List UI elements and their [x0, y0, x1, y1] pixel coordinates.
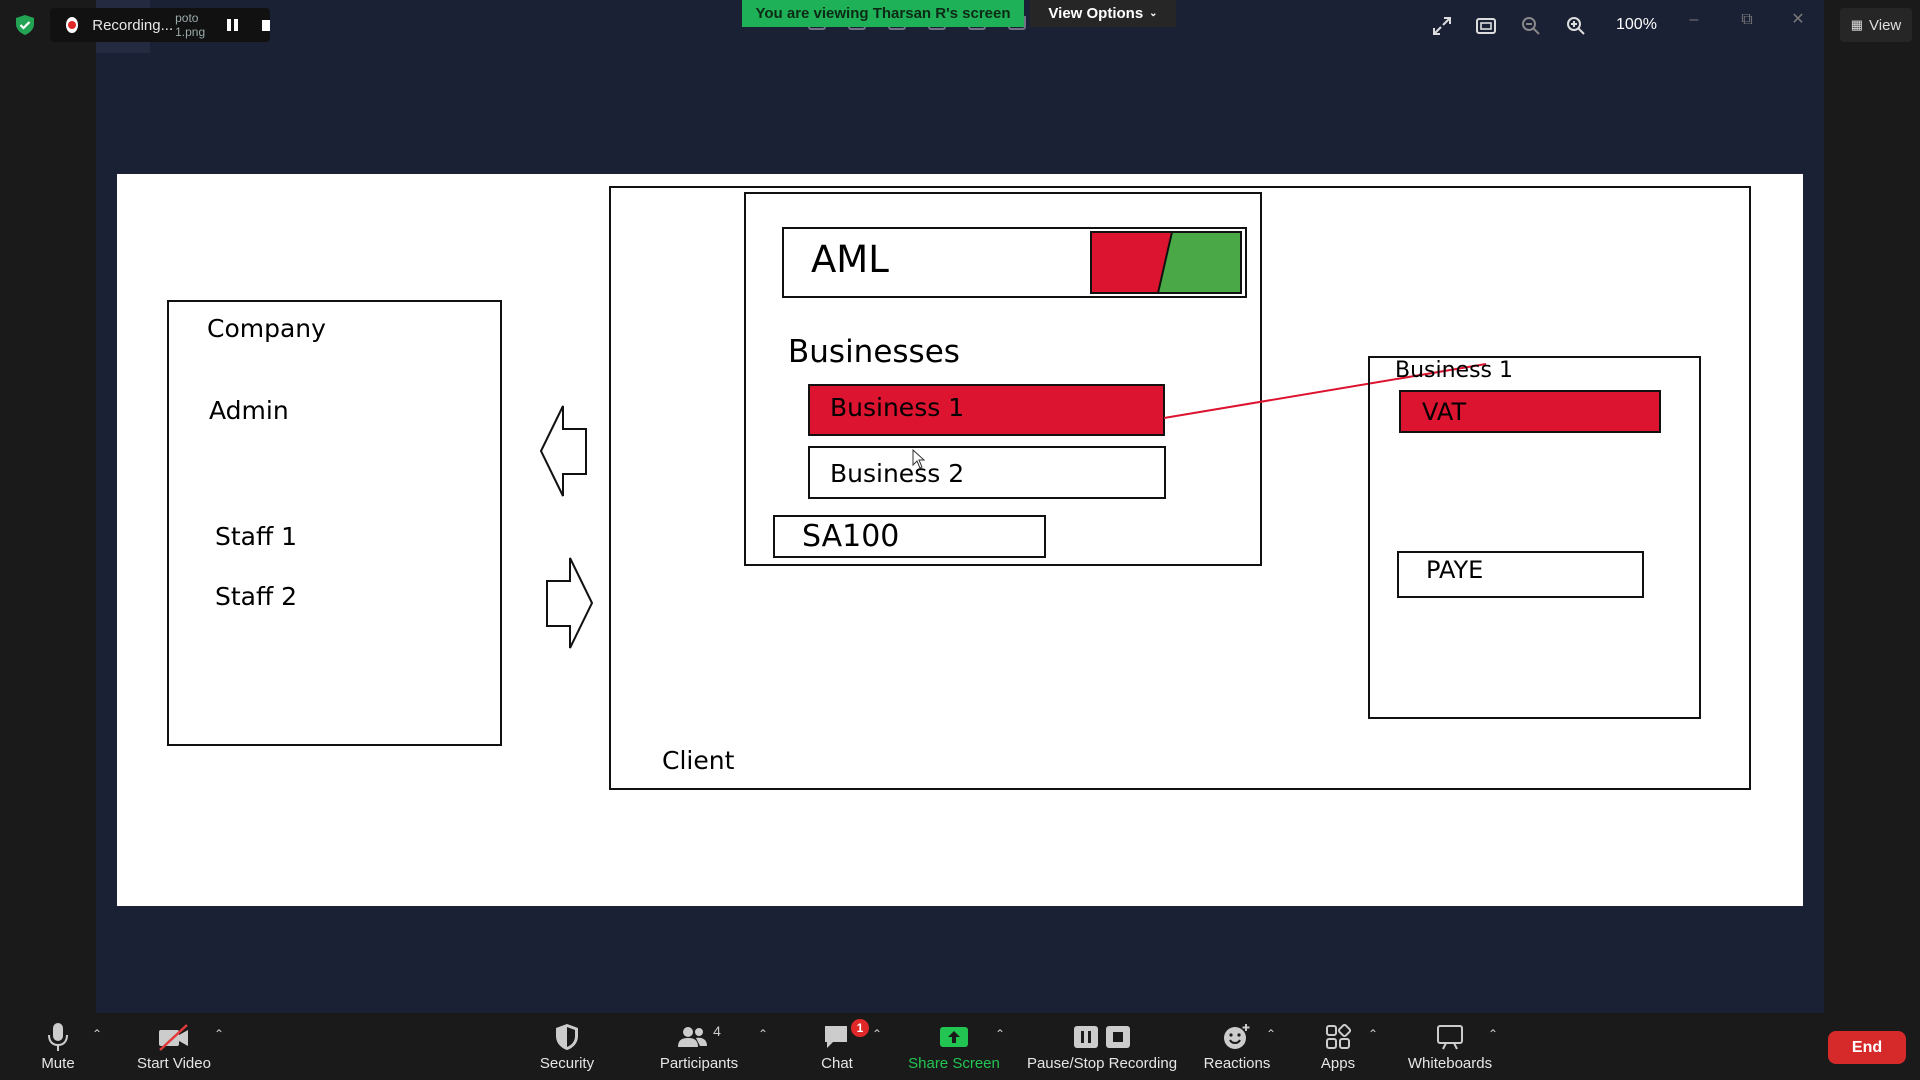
- zoom-in-icon[interactable]: [1564, 14, 1588, 38]
- vat-label: VAT: [1422, 398, 1467, 426]
- business-2-label: Business 2: [830, 459, 965, 488]
- paye-label: PAYE: [1426, 556, 1484, 584]
- chat-label: Chat: [821, 1055, 853, 1072]
- minimize-icon[interactable]: –: [1689, 11, 1699, 28]
- zoom-out-icon[interactable]: [1519, 14, 1543, 38]
- pause-icon: [1074, 1026, 1098, 1048]
- aml-label: AML: [811, 238, 889, 281]
- view-options-button[interactable]: View Options ⌄: [1030, 0, 1176, 27]
- whiteboard-canvas: Company Admin Staff 1 Staff 2 Client AML…: [117, 174, 1803, 906]
- microphone-icon: [48, 1023, 68, 1051]
- client-label: Client: [662, 746, 735, 775]
- reactions-button[interactable]: Reactions: [1200, 1013, 1274, 1080]
- end-meeting-button[interactable]: End: [1828, 1031, 1906, 1064]
- share-options-caret-icon[interactable]: ⌃: [995, 1027, 1006, 1041]
- business-1-label: Business 1: [830, 393, 965, 422]
- participants-options-caret-icon[interactable]: ⌃: [758, 1027, 769, 1041]
- stop-recording-icon[interactable]: [261, 19, 270, 31]
- reactions-options-caret-icon[interactable]: ⌃: [1266, 1027, 1277, 1041]
- participants-count: 4: [713, 1023, 721, 1039]
- fullscreen-icon[interactable]: [1430, 14, 1454, 38]
- sa100-box: [773, 515, 1046, 558]
- participants-icon: [678, 1027, 708, 1047]
- pause-stop-recording-button[interactable]: Pause/Stop Recording: [1026, 1013, 1178, 1080]
- chat-options-caret-icon[interactable]: ⌃: [872, 1027, 883, 1041]
- pause-recording-icon[interactable]: [226, 19, 238, 31]
- view-button[interactable]: ▦ View: [1840, 8, 1912, 42]
- chat-bubble-icon: [825, 1026, 847, 1048]
- start-video-button[interactable]: Start Video: [130, 1013, 218, 1080]
- left-arrow-icon: [539, 405, 587, 497]
- business-detail-title: Business 1: [1395, 358, 1514, 383]
- company-label: Company: [207, 314, 326, 343]
- whiteboards-options-caret-icon[interactable]: ⌃: [1488, 1027, 1499, 1041]
- viewing-banner: You are viewing Tharsan R's screen: [742, 0, 1024, 27]
- participants-label: Participants: [659, 1055, 739, 1072]
- mute-button[interactable]: Mute: [30, 1013, 86, 1080]
- encryption-shield-icon[interactable]: [14, 14, 36, 36]
- security-button[interactable]: Security: [532, 1013, 602, 1080]
- security-shield-icon: [556, 1024, 578, 1050]
- business-1-box: [808, 384, 1165, 436]
- share-screen-icon: [940, 1027, 968, 1047]
- video-options-caret-icon[interactable]: ⌃: [214, 1027, 225, 1041]
- apps-options-caret-icon[interactable]: ⌃: [1368, 1027, 1379, 1041]
- whiteboards-label: Whiteboards: [1407, 1055, 1493, 1072]
- close-icon[interactable]: ✕: [1791, 11, 1805, 28]
- reactions-label: Reactions: [1203, 1055, 1271, 1072]
- start-video-label: Start Video: [137, 1055, 211, 1072]
- chevron-down-icon: ⌄: [1149, 8, 1158, 19]
- recording-indicator[interactable]: Recording... poto 1.png: [50, 8, 270, 42]
- connector-line: [1163, 363, 1487, 419]
- participants-button[interactable]: 4 Participants: [652, 1013, 746, 1080]
- maximize-icon[interactable]: ⧉: [1741, 11, 1753, 28]
- aml-status-indicator: [1090, 231, 1242, 294]
- vat-box: [1399, 390, 1661, 433]
- mute-label: Mute: [41, 1055, 75, 1072]
- business-2-box: [808, 446, 1166, 499]
- business-detail-box: [1368, 356, 1701, 719]
- whiteboard-icon: [1437, 1025, 1463, 1050]
- staff-2-label: Staff 2: [215, 582, 298, 611]
- apps-label: Apps: [1320, 1055, 1356, 1072]
- admin-label: Admin: [209, 396, 289, 425]
- fit-window-icon[interactable]: [1474, 14, 1498, 38]
- video-off-icon: [159, 1024, 188, 1051]
- whiteboards-button[interactable]: Whiteboards: [1402, 1013, 1498, 1080]
- reactions-smiley-icon: [1224, 1024, 1250, 1049]
- stop-icon: [1106, 1026, 1130, 1048]
- right-arrow-icon: [546, 557, 594, 649]
- zoom-level: 100%: [1616, 16, 1657, 33]
- apps-button[interactable]: Apps: [1310, 1013, 1366, 1080]
- staff-1-label: Staff 1: [215, 522, 298, 551]
- company-box: [167, 300, 502, 746]
- apps-icon: [1326, 1024, 1351, 1049]
- share-screen-button[interactable]: Share Screen: [906, 1013, 1002, 1080]
- client-detail-box: [744, 192, 1262, 566]
- chat-button[interactable]: 1 Chat: [812, 1013, 869, 1080]
- sa100-label: SA100: [802, 519, 900, 554]
- grid-icon: ▦: [1850, 17, 1864, 32]
- pause-stop-recording-label: Pause/Stop Recording: [1026, 1055, 1178, 1072]
- audio-options-caret-icon[interactable]: ⌃: [92, 1027, 103, 1041]
- recording-dot-icon: [66, 17, 79, 33]
- view-options-label: View Options: [1048, 5, 1144, 22]
- businesses-heading: Businesses: [788, 334, 960, 370]
- aml-box: [782, 227, 1247, 298]
- share-screen-label: Share Screen: [908, 1055, 1000, 1072]
- security-label: Security: [539, 1055, 595, 1072]
- client-box: [609, 186, 1751, 790]
- recording-label: Recording...: [92, 16, 174, 34]
- chat-unread-badge: 1: [851, 1019, 869, 1037]
- meeting-controls-bar: Mute ⌃ Start Video ⌃ Security: [0, 1013, 1920, 1080]
- mouse-cursor-icon: [912, 449, 926, 469]
- paye-box: [1397, 551, 1644, 598]
- recording-filename: poto 1.png: [175, 11, 206, 39]
- view-button-label: View: [1869, 16, 1902, 34]
